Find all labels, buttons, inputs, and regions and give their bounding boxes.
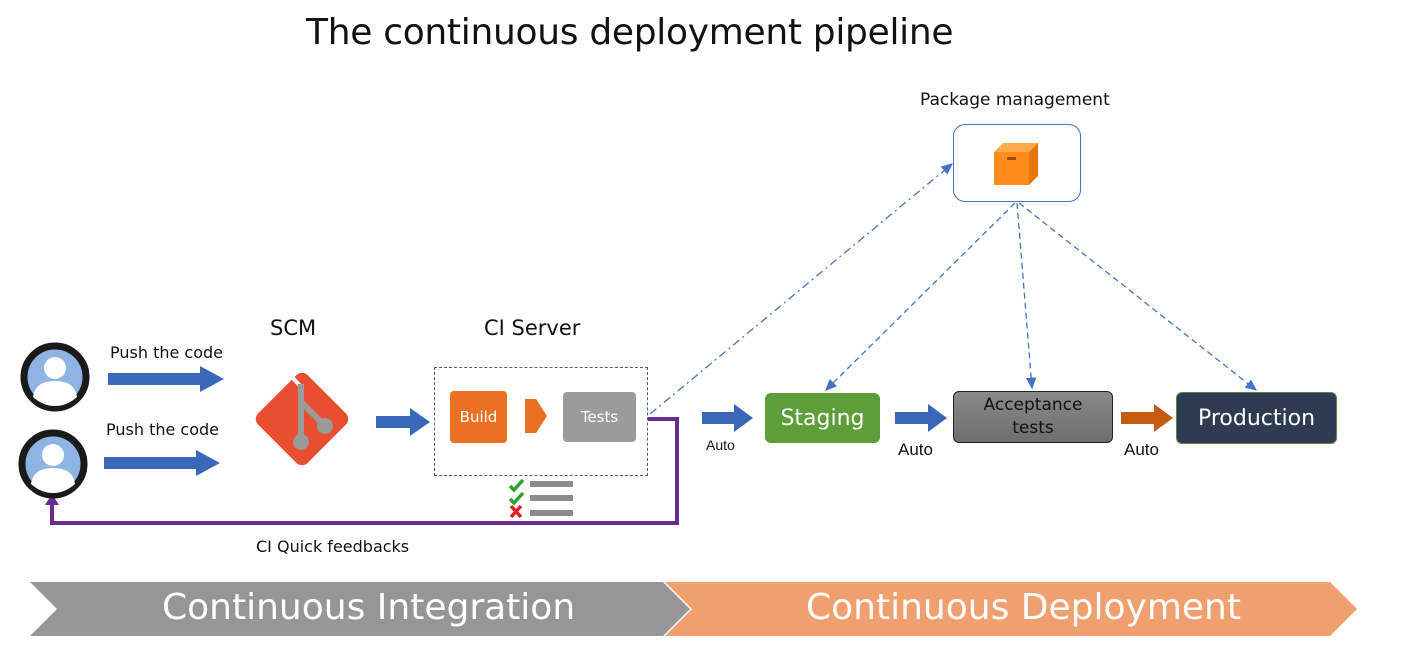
push-code-label-1: Push the code <box>110 343 223 362</box>
developer-avatar-1 <box>19 341 91 418</box>
test-results-checklist <box>506 476 576 527</box>
build-to-tests-arrow <box>525 399 547 433</box>
scm-label: SCM <box>270 316 317 340</box>
cross-icon <box>509 504 523 519</box>
check-icon <box>508 491 525 506</box>
build-stage: Build <box>450 391 507 443</box>
ci-banner-shape <box>30 582 690 636</box>
dash-package-to-production <box>1018 202 1258 391</box>
page-title: The continuous deployment pipeline <box>306 12 954 53</box>
scm-git-logo <box>241 358 363 485</box>
package-management-box <box>953 124 1081 202</box>
cd-banner-label: Continuous Deployment <box>806 587 1241 628</box>
push-code-label-2: Push the code <box>106 420 219 439</box>
feedback-label: CI Quick feedbacks <box>256 537 410 556</box>
package-box-icon <box>993 142 1038 185</box>
ci-server-frame <box>434 367 648 476</box>
auto-arrow-3 <box>1121 404 1173 432</box>
ci-server-label: CI Server <box>484 316 581 340</box>
check-icon <box>508 478 525 493</box>
tests-stage: Tests <box>563 392 636 442</box>
production-stage: Production <box>1176 392 1337 444</box>
git-logo-icon <box>255 372 349 466</box>
developer-avatar-2 <box>17 428 89 505</box>
package-management-label: Package management <box>920 90 1110 110</box>
dash-package-to-acceptance <box>1016 202 1037 390</box>
scm-to-ci-arrow <box>376 408 430 436</box>
auto-label-2: Auto <box>898 440 933 459</box>
result-bar <box>530 510 573 516</box>
staging-stage: Staging <box>765 393 880 443</box>
push-arrow-2 <box>104 450 220 476</box>
auto-label-3: Auto <box>1124 440 1159 459</box>
acceptance-tests-stage: Acceptance tests <box>953 391 1113 443</box>
ci-banner-label: Continuous Integration <box>162 587 576 628</box>
result-bar <box>530 495 573 501</box>
auto-label-1: Auto <box>706 437 735 453</box>
result-bar <box>530 481 573 487</box>
user-avatar-icon <box>18 429 88 499</box>
auto-arrow-1 <box>702 404 753 432</box>
push-arrow-1 <box>108 366 224 392</box>
dash-ci-to-package <box>649 163 954 415</box>
feedback-loop-line <box>50 417 679 525</box>
user-avatar-icon <box>20 342 90 412</box>
feedback-arrowhead <box>45 494 59 505</box>
auto-arrow-2 <box>895 404 947 432</box>
dash-package-to-staging <box>825 202 1016 391</box>
cd-banner-shape <box>665 582 1357 636</box>
